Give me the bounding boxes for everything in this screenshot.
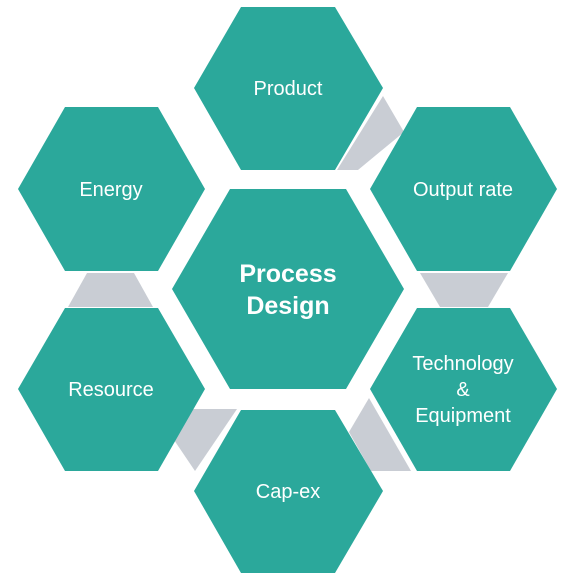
label-line: Product <box>254 78 323 100</box>
hexagon-product: Product <box>194 7 383 170</box>
hexagon-technology-equipment: Technology & Equipment <box>370 308 557 471</box>
hexagon-output-rate: Output rate <box>370 107 557 271</box>
label-line: Output rate <box>413 179 513 201</box>
hexagon-technology-equipment-label: Technology & Equipment <box>412 353 513 427</box>
hexagon-energy-label: Energy <box>79 179 142 201</box>
hexagon-output-rate-label: Output rate <box>413 179 513 201</box>
connector-cap-ex-resource <box>170 409 237 471</box>
label-line: Technology <box>412 353 513 375</box>
label-line: Design <box>246 292 329 320</box>
label-line: Resource <box>68 379 154 401</box>
connector-resource-energy <box>68 273 153 307</box>
hexagon-energy: Energy <box>18 107 205 271</box>
label-line: Process <box>239 260 336 288</box>
hexagon-resource: Resource <box>18 308 205 471</box>
connector-product-output-rate <box>337 96 404 170</box>
label-line: Energy <box>79 179 142 201</box>
label-line: Cap-ex <box>256 481 320 503</box>
hexagon-cap-ex-label: Cap-ex <box>256 481 320 503</box>
connector-technology-cap-ex <box>349 398 411 471</box>
hexagon-resource-label: Resource <box>68 379 154 401</box>
hexagon-product-label: Product <box>254 78 323 100</box>
label-line: & <box>456 379 470 401</box>
label-line: Equipment <box>415 405 511 427</box>
hexagon-cap-ex: Cap-ex <box>194 410 383 573</box>
connector-output-rate-technology <box>420 273 508 307</box>
